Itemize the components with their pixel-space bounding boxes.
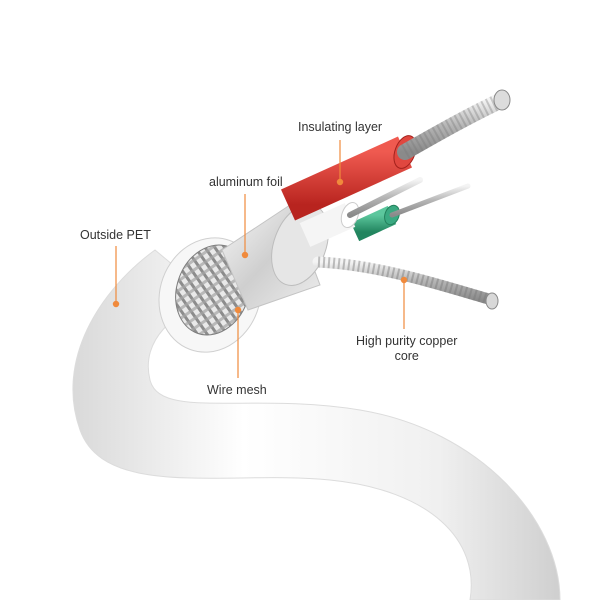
label-copper-core: High purity copper core xyxy=(356,334,457,364)
label-copper-core-line1: High purity copper xyxy=(356,334,458,348)
label-insulating-layer: Insulating layer xyxy=(298,120,383,134)
label-copper-core-line2: core xyxy=(394,349,419,363)
label-aluminum-foil: aluminum foil xyxy=(209,175,283,189)
red-wire-core xyxy=(397,92,510,160)
bare-copper-wire xyxy=(312,256,498,306)
label-wire-mesh: Wire mesh xyxy=(207,383,267,397)
leader-lines xyxy=(112,140,408,378)
red-wire xyxy=(280,136,413,221)
label-outside-pet: Outside PET xyxy=(80,228,151,242)
